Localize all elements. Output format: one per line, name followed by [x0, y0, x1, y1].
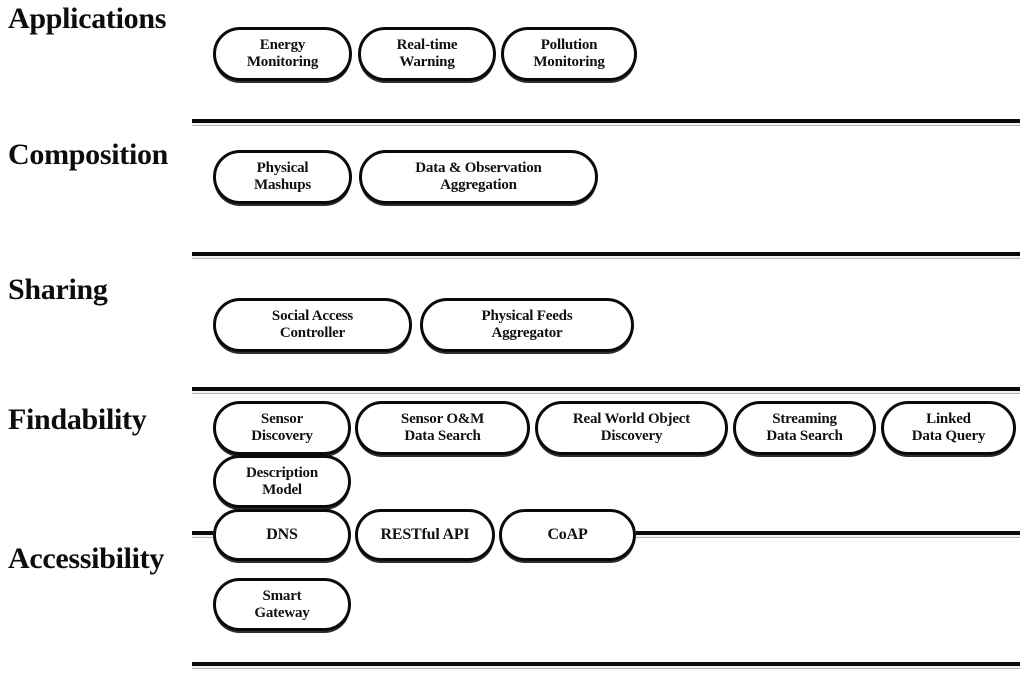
node-label-line: Warning — [399, 54, 455, 70]
node-label-line: Pollution — [540, 37, 598, 54]
node-label-line: Energy — [259, 37, 306, 54]
node-label-line: Mashups — [254, 177, 311, 193]
node-label-line: Monitoring — [533, 54, 605, 70]
layer-label-applications: Applications — [8, 2, 167, 35]
layer-label-accessibility: Accessibility — [8, 542, 165, 575]
node-label-line: RESTful API — [380, 526, 470, 544]
node-label-line: CoAP — [547, 526, 588, 544]
node-label: CoAP — [543, 526, 591, 544]
node-label-line: Aggregator — [491, 325, 563, 341]
divider-sharing-findability — [192, 387, 1020, 391]
node-accessibility-0[interactable]: DNS — [213, 509, 351, 561]
node-label-line: Data Search — [766, 428, 843, 444]
node-label-line: Smart — [262, 587, 302, 604]
node-label-line: Streaming — [772, 411, 837, 428]
node-label: DNS — [262, 526, 301, 544]
divider-composition-sharing — [192, 252, 1020, 256]
node-label-line: Aggregation — [440, 177, 517, 193]
node-label-line: DNS — [266, 526, 298, 544]
node-label-line: Linked — [926, 411, 971, 428]
node-label-line: Social Access — [271, 308, 354, 325]
node-label-line: Physical Feeds — [481, 308, 573, 325]
node-label-line: Sensor — [260, 411, 304, 428]
layer-label-findability: Findability — [8, 403, 147, 436]
node-label-line: Controller — [279, 325, 346, 341]
node-label-line: Sensor O&M — [400, 411, 485, 428]
node-label-line: Data Search — [404, 428, 481, 444]
node-label-line: Data & Observation — [415, 160, 542, 177]
node-label-line: Discovery — [600, 428, 663, 444]
node-label-line: Description — [246, 464, 318, 481]
node-label-line: Gateway — [254, 604, 310, 621]
node-label-line: Model — [262, 481, 302, 498]
node-label-line: Data Query — [911, 428, 986, 444]
divider-accessibility-left-stub — [192, 531, 213, 535]
node-label-line: Real-time — [396, 37, 458, 54]
node-accessibility-2[interactable]: CoAP — [499, 509, 636, 561]
layer-label-composition: Composition — [8, 138, 169, 171]
divider-bottom — [192, 662, 1020, 666]
node-label-line: Physical — [256, 160, 309, 177]
node-accessibility-1[interactable]: RESTful API — [355, 509, 495, 561]
node-label-line: Real World Object — [572, 411, 691, 428]
layer-label-sharing: Sharing — [8, 273, 108, 306]
divider-accessibility-right — [636, 531, 1020, 535]
node-label: RESTful API — [377, 526, 474, 544]
node-label-line: Discovery — [251, 428, 313, 444]
node-label-line: Monitoring — [246, 54, 319, 70]
divider-applications-composition — [192, 119, 1020, 123]
